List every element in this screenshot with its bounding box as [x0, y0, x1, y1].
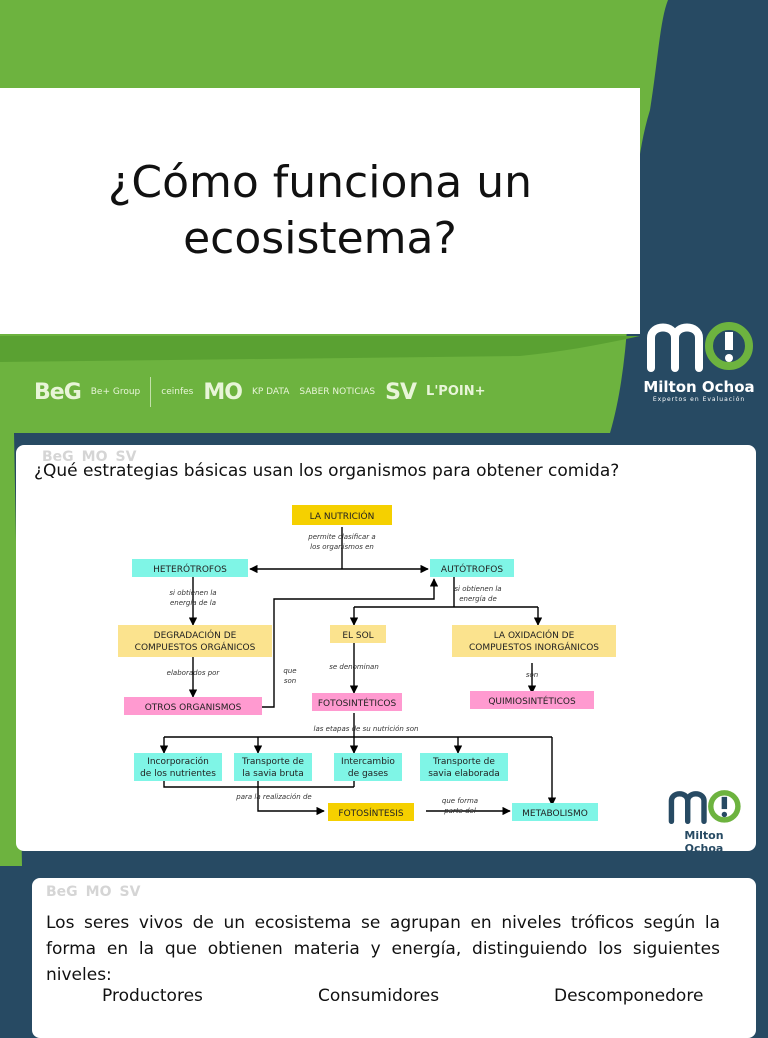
- ghost-logo-row: BeG MO SV: [42, 449, 136, 465]
- label-obtienen-h-l2: energía de la: [170, 599, 216, 607]
- brand-name: Milton Ochoa: [643, 378, 755, 396]
- node-degradacion-l2: COMPUESTOS ORGÁNICOS: [135, 641, 256, 653]
- node-oxidacion-l1: LA OXIDACIÓN DE: [494, 629, 575, 641]
- node-el-sol: EL SOL: [342, 631, 373, 641]
- label-queforma-l1: que forma: [442, 797, 478, 805]
- label-que-l1: que: [283, 667, 296, 675]
- label-elaborados: elaborados por: [167, 669, 221, 677]
- node-otros-organismos: OTROS ORGANISMOS: [145, 703, 242, 713]
- trophic-levels-row: Productores Consumidores Descomponedore: [32, 986, 756, 1016]
- brand-name-small: Milton Ochoa: [684, 829, 724, 851]
- brand-tagline: Expertos en Evaluación: [652, 396, 746, 403]
- ghost-mo-logo: MO: [81, 449, 108, 465]
- logo-divider: [150, 377, 152, 407]
- node-heterotrofos: HETERÓTROFOS: [153, 563, 227, 575]
- slide-title-line-2: ecosistema?: [183, 213, 457, 264]
- trophic-levels-slide: BeG MO SV Los seres vivos de un ecosiste…: [32, 878, 756, 1038]
- node-fotosinteticos: FOTOSINTÉTICOS: [318, 697, 397, 709]
- node-transporte-bruta-l2: la savia bruta: [242, 769, 303, 779]
- slide-title: ¿Cómo funciona un ecosistema?: [0, 88, 640, 334]
- level-productores: Productores: [102, 986, 203, 1006]
- node-transporte-elab-l1: Transporte de: [432, 757, 495, 767]
- ghost-beg-logo: BeG: [42, 449, 74, 465]
- node-oxidacion-l2: COMPUESTOS INORGÁNICOS: [469, 641, 599, 653]
- label-etapas: las etapas de su nutrición son: [314, 725, 419, 733]
- milton-ochoa-logo-small: Milton Ochoa: [664, 785, 744, 851]
- lpoint-logo: L'POIN+: [426, 384, 486, 399]
- mo-mark-icon-small: [668, 790, 741, 824]
- partner-logo-row: BeG Be+ Group ceinfes MO KP DATA SABER N…: [34, 372, 485, 412]
- node-transporte-elab-l2: savia elaborada: [428, 769, 500, 779]
- node-degradacion-l1: DEGRADACIÓN DE: [154, 629, 237, 641]
- ceinfes-logo: ceinfes: [161, 387, 194, 397]
- label-queforma-l2: parte del: [443, 807, 476, 815]
- label-obtienen-h-l1: si obtienen la: [169, 589, 216, 597]
- label-realizacion: para la realización de: [235, 793, 311, 801]
- label-obtienen-a-l2: energía de: [459, 595, 497, 603]
- node-metabolismo: METABOLISMO: [522, 809, 588, 819]
- diagram-question: ¿Qué estrategias básicas usan los organi…: [34, 461, 620, 481]
- node-incorporacion-l1: Incorporación: [147, 756, 209, 767]
- level-descomponedores: Descomponedore: [554, 986, 704, 1006]
- level-consumidores: Consumidores: [318, 986, 440, 1006]
- saber-noticias-logo: SABER NOTICIAS: [299, 387, 376, 397]
- label-permite-l1: permite clasificar a: [307, 533, 375, 541]
- trophic-paragraph: Los seres vivos de un ecosistema se agru…: [46, 913, 720, 985]
- node-fotosintesis: FOTOSÍNTESIS: [338, 807, 403, 819]
- ghost-mo-logo-2: MO: [85, 884, 112, 900]
- ghost-sv-logo-2: SV: [119, 884, 141, 900]
- label-son: son: [526, 671, 538, 679]
- be-group-logo: Be+ Group: [90, 387, 141, 397]
- kp-data-logo: KP DATA: [251, 387, 290, 397]
- title-slide-background: [0, 0, 768, 433]
- milton-ochoa-logo: Milton Ochoa Expertos en Evaluación: [638, 316, 760, 408]
- label-que-l2: son: [284, 677, 296, 685]
- ghost-logo-row-2: BeG MO SV: [46, 884, 140, 900]
- ghost-beg-logo-2: BeG: [46, 884, 78, 900]
- node-autotrofos: AUTÓTROFOS: [441, 563, 503, 575]
- mo-small-logo: MO: [203, 379, 243, 405]
- node-intercambio-l1: Intercambio: [341, 757, 395, 767]
- sv-logo: SV: [385, 379, 417, 405]
- label-obtienen-a-l1: si obtienen la: [454, 585, 501, 593]
- slide-title-line-1: ¿Cómo funciona un: [108, 157, 532, 208]
- node-quimiosinteticos: QUIMIOSINTÉTICOS: [488, 695, 576, 707]
- mo-mark-icon: [647, 322, 753, 372]
- node-intercambio-l2: de gases: [348, 769, 389, 779]
- node-transporte-bruta-l1: Transporte de: [241, 757, 304, 767]
- nutrition-concept-map: LA NUTRICIÓN HETERÓTROFOS AUTÓTROFOS DEG…: [118, 505, 616, 821]
- ghost-sv-logo: SV: [115, 449, 137, 465]
- diagram-slide: BeG MO SV ¿Qué estrategias básicas usan …: [16, 445, 756, 851]
- label-permite-l2: los organismos en: [310, 543, 374, 551]
- title-slide: ¿Cómo funciona un ecosistema? BeG Be+ Gr…: [0, 0, 768, 433]
- beg-logo: BeG: [34, 379, 82, 405]
- node-incorporacion-l2: de los nutrientes: [140, 769, 216, 779]
- node-nutricion: LA NUTRICIÓN: [310, 510, 375, 522]
- label-denominan: se denominan: [329, 663, 379, 671]
